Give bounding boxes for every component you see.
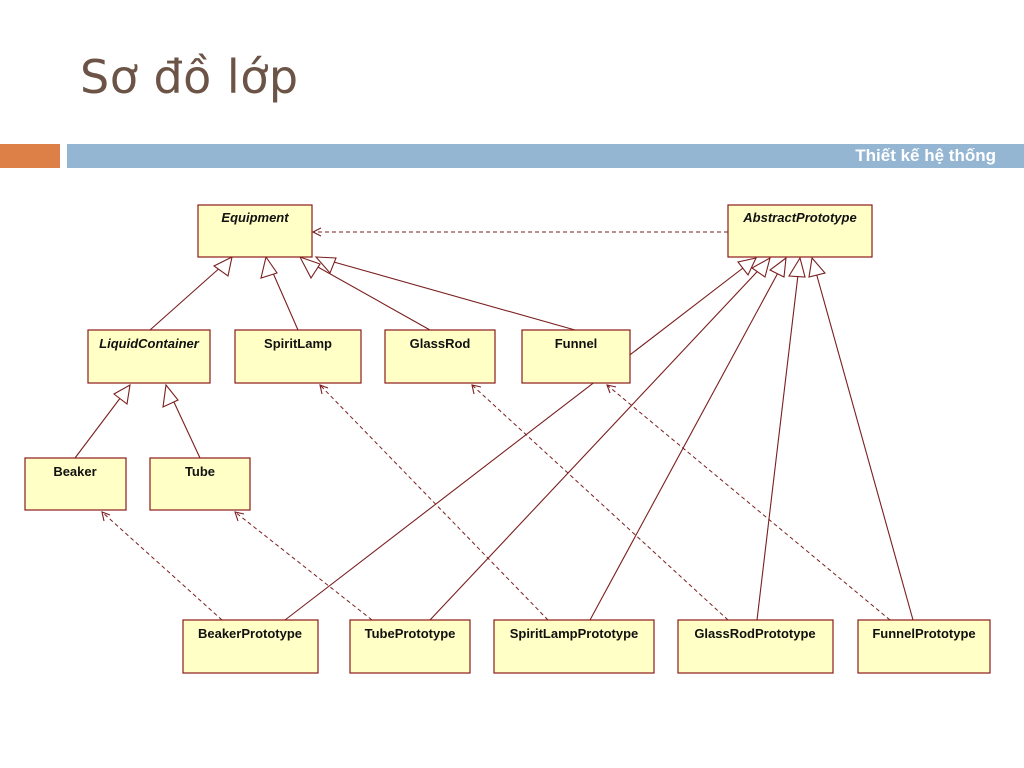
dep-arrowhead-icon xyxy=(606,384,617,394)
gen-beakerprototype-abstractprototype xyxy=(284,257,757,621)
dep-spiritlampprototype-spiritlamp xyxy=(319,384,549,621)
class-name: SpiritLamp xyxy=(264,336,332,351)
slide-title: Sơ đồ lớp xyxy=(80,50,299,104)
class-name: Funnel xyxy=(555,336,598,351)
class-beaker: Beaker xyxy=(24,457,127,511)
dep-arrowhead-icon xyxy=(234,511,245,522)
class-funnel-prototype: FunnelPrototype xyxy=(857,619,991,674)
banner-orange-block xyxy=(0,144,60,168)
class-name: Beaker xyxy=(53,464,96,479)
class-name: Tube xyxy=(185,464,215,479)
gen-arrowhead-icon xyxy=(750,256,771,278)
gen-arrowhead-icon xyxy=(260,255,278,279)
class-name: Equipment xyxy=(221,210,289,225)
class-name: LiquidContainer xyxy=(99,336,200,351)
dep-glassrodprototype-glassrod xyxy=(471,384,729,621)
banner-blue-bar xyxy=(67,144,1024,168)
gen-spiritlampprototype-abstractprototype xyxy=(589,257,787,621)
gen-tubeprototype-abstractprototype xyxy=(429,257,771,621)
dep-beakerprototype-beaker xyxy=(101,511,223,621)
class-equipment: Equipment xyxy=(197,204,313,258)
class-name: TubePrototype xyxy=(365,626,456,641)
dep-arrowhead-icon xyxy=(311,227,322,237)
gen-funnelprototype-abstractprototype xyxy=(811,257,914,621)
class-name: AbstractPrototype xyxy=(742,210,856,225)
gen-arrowhead-icon xyxy=(212,255,233,277)
class-name: BeakerPrototype xyxy=(198,626,302,641)
arrowheads xyxy=(101,227,827,522)
gen-arrowhead-icon xyxy=(113,383,131,406)
gen-arrowhead-icon xyxy=(808,256,827,278)
gen-arrowhead-icon xyxy=(788,256,806,278)
class-tube-prototype: TubePrototype xyxy=(349,619,471,674)
dep-arrowhead-icon xyxy=(101,511,111,522)
gen-arrowhead-icon xyxy=(737,257,757,277)
gen-funnel-equipment xyxy=(315,256,576,331)
banner-label: Thiết kế hệ thống xyxy=(855,146,996,165)
dep-tubeprototype-tube xyxy=(234,511,373,621)
gen-arrowhead-icon xyxy=(298,256,321,280)
class-abstract-prototype: AbstractPrototype xyxy=(727,204,873,258)
gen-arrowhead-icon xyxy=(314,256,337,275)
class-tube: Tube xyxy=(149,457,251,511)
class-beaker-prototype: BeakerPrototype xyxy=(182,619,319,674)
class-name: GlassRod xyxy=(410,336,471,351)
dep-funnelprototype-funnel xyxy=(606,384,891,621)
class-spirit-lamp-prototype: SpiritLampPrototype xyxy=(493,619,655,674)
class-glass-rod: GlassRod xyxy=(384,329,496,384)
dep-arrowhead-icon xyxy=(471,384,482,395)
class-spirit-lamp: SpiritLamp xyxy=(234,329,362,384)
class-funnel: Funnel xyxy=(521,329,631,384)
dep-arrowhead-icon xyxy=(319,384,329,395)
gen-glassrodprototype-abstractprototype xyxy=(756,257,801,621)
gen-arrowhead-icon xyxy=(162,383,179,408)
class-name: SpiritLampPrototype xyxy=(510,626,639,641)
class-name: FunnelPrototype xyxy=(872,626,975,641)
class-name: GlassRodPrototype xyxy=(694,626,815,641)
gen-glassrod-equipment xyxy=(299,256,431,331)
class-glass-rod-prototype: GlassRodPrototype xyxy=(677,619,834,674)
relationships xyxy=(74,231,914,621)
gen-arrowhead-icon xyxy=(768,256,787,278)
class-liquid-container: LiquidContainer xyxy=(87,329,211,384)
